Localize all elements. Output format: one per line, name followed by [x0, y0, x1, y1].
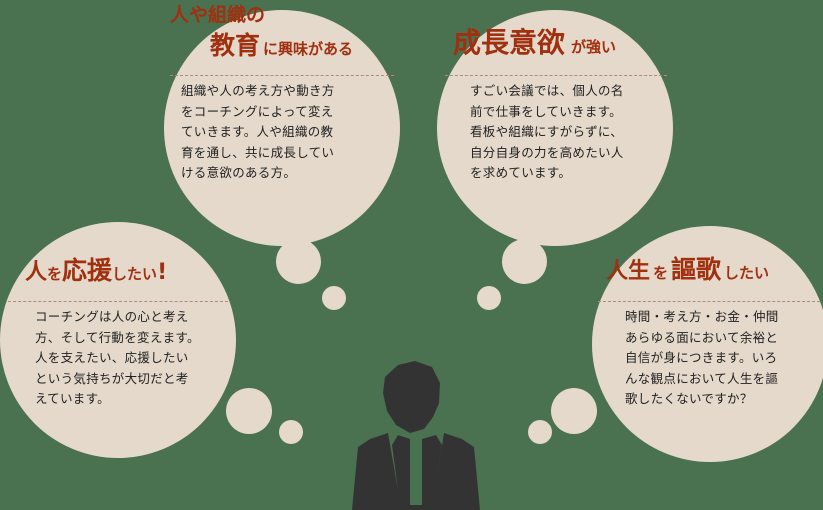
- title-emphasis: 教育: [210, 31, 261, 60]
- trail-bubble: [477, 286, 501, 310]
- trail-bubble: [528, 420, 552, 444]
- title-emphasis: 謳歌: [671, 255, 722, 284]
- bubble-title-top-left: 人や組織の 教育に興味がある: [170, 4, 354, 60]
- bubble-body-top-right: すごい会議では、個人の名 前で仕事をしていきます。 看板や組織にすがらずに、 自…: [470, 83, 624, 180]
- title-suffix: したい: [112, 265, 158, 283]
- bubble-body-top-left: 組織や人の考え方や動き方 をコーチングによって変え ていきます。人や組織の教 育…: [181, 83, 335, 180]
- thought-bubble-right: [592, 226, 823, 462]
- divider: [170, 75, 394, 76]
- bubble-body-right: 時間・考え方・お金・仲間 あらゆる面において余裕と 自信が身につきます。いろ ん…: [625, 309, 779, 406]
- thought-bubble-left: [0, 222, 236, 458]
- bubble-body-left: コーチングは人の心と考え 方、そして行動を変えます。 人を支えたい、応援したい …: [35, 309, 200, 406]
- divider: [445, 75, 667, 76]
- title-part: 人生: [606, 259, 651, 284]
- exclamation-mark: !: [157, 260, 168, 285]
- thought-bubble-top-right: [437, 10, 673, 246]
- title-suffix: したい: [724, 264, 770, 282]
- title-part: を: [653, 264, 669, 282]
- thought-bubble-top-left: [164, 10, 400, 246]
- title-emphasis: 応援: [62, 256, 113, 285]
- title-suffix: が強い: [571, 38, 617, 56]
- title-line1: 人や組織の: [170, 4, 266, 26]
- businessman-silhouette-icon: [352, 361, 480, 510]
- title-emphasis: 成長意欲: [453, 26, 566, 59]
- bubble-title-right: 人生を謳歌したい: [606, 257, 769, 283]
- title-part: を: [47, 265, 63, 283]
- divider: [598, 301, 820, 302]
- divider: [8, 301, 228, 302]
- title-part: 人: [25, 260, 48, 285]
- bubble-title-left: 人を応援したい!: [25, 258, 167, 284]
- bubble-title-top-right: 成長意欲が強い: [453, 29, 616, 57]
- trail-bubble: [226, 388, 272, 434]
- trail-bubble: [502, 239, 547, 284]
- trail-bubble: [279, 420, 303, 444]
- trail-bubble: [322, 286, 346, 310]
- trail-bubble: [276, 239, 321, 284]
- title-suffix: に興味がある: [263, 40, 354, 58]
- trail-bubble: [551, 388, 597, 434]
